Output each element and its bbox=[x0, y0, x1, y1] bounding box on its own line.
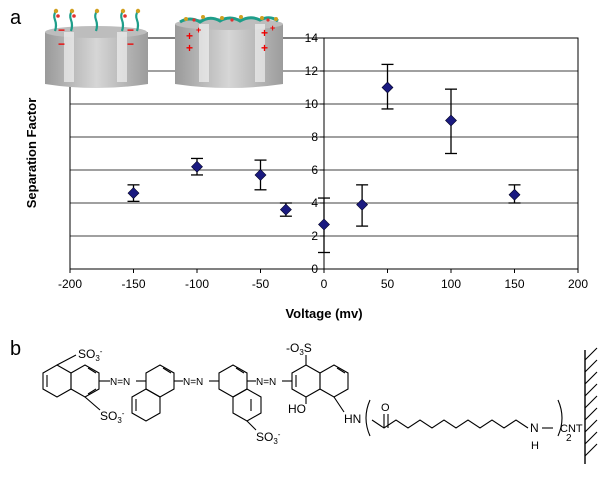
positive-charge: + bbox=[196, 25, 201, 35]
positive-charge: + bbox=[186, 29, 193, 43]
membrane-inset-negative: − − − − bbox=[45, 8, 148, 88]
amine-n-label: N bbox=[530, 421, 539, 435]
membrane-inset-positive: + + + + + + bbox=[175, 15, 283, 88]
x-tick-label: 200 bbox=[568, 277, 588, 291]
positive-charge: + bbox=[261, 41, 268, 55]
diamond-marker bbox=[318, 218, 330, 231]
cnt-label: CNT bbox=[560, 423, 583, 435]
data-points bbox=[127, 63, 521, 254]
data-point bbox=[445, 88, 457, 155]
y-tick-label: 0 bbox=[311, 262, 318, 276]
diamond-marker bbox=[191, 160, 203, 173]
x-tick-label: -150 bbox=[121, 277, 145, 291]
x-tick-label: 100 bbox=[441, 277, 461, 291]
panel-label-a: a bbox=[10, 7, 22, 29]
data-point bbox=[356, 184, 369, 227]
data-point bbox=[381, 63, 394, 110]
amine-h-label: H bbox=[531, 440, 539, 452]
panel-label-b: b bbox=[10, 338, 21, 360]
sulfonate-label: -O3S bbox=[286, 341, 312, 357]
diamond-marker bbox=[508, 188, 521, 201]
x-tick-label: -200 bbox=[58, 277, 82, 291]
positive-charge: + bbox=[186, 41, 193, 55]
x-tick-label: -50 bbox=[252, 277, 270, 291]
diamond-marker bbox=[381, 81, 394, 94]
diamond-marker bbox=[445, 114, 457, 127]
x-axis-title: Voltage (mv) bbox=[285, 306, 362, 321]
y-tick-label: 2 bbox=[311, 229, 318, 243]
collapsed-dye-layer bbox=[179, 15, 279, 24]
grafted-dye-chains bbox=[53, 10, 140, 32]
negative-charge: − bbox=[127, 23, 134, 37]
negative-charge: − bbox=[58, 37, 65, 51]
surface-hatching bbox=[584, 347, 598, 457]
sulfonate-label: SO3- bbox=[100, 409, 125, 425]
data-point bbox=[127, 184, 140, 203]
hydroxyl-label: HO bbox=[288, 402, 306, 416]
negative-charge: − bbox=[58, 23, 65, 37]
chemical-structure: SO3- SO3- N=N N=N SO3- N=N -O3S bbox=[42, 341, 598, 464]
y-axis-title: Separation Factor bbox=[24, 98, 39, 209]
diamond-marker bbox=[279, 203, 292, 216]
azo-label: N=N bbox=[110, 377, 130, 388]
y-tick-labels: 0 2 4 6 8 10 12 14 bbox=[305, 31, 319, 276]
x-tick-label: 50 bbox=[381, 277, 395, 291]
sulfonate-label: SO3- bbox=[256, 430, 281, 446]
amide-nh-label: HN bbox=[344, 412, 361, 426]
carbonyl-oxygen-label: O bbox=[381, 402, 390, 414]
x-tick-label: -100 bbox=[185, 277, 209, 291]
negative-charge: − bbox=[127, 37, 134, 51]
y-tick-label: 8 bbox=[311, 130, 318, 144]
y-tick-label: 10 bbox=[305, 97, 319, 111]
y-tick-label: 6 bbox=[311, 163, 318, 177]
diamond-marker bbox=[356, 198, 369, 211]
positive-charge: + bbox=[261, 26, 268, 40]
y-tick-label: 12 bbox=[305, 64, 319, 78]
data-point bbox=[279, 202, 292, 217]
y-tick-label: 14 bbox=[305, 31, 319, 45]
data-point bbox=[254, 159, 267, 191]
diamond-marker bbox=[127, 187, 140, 200]
azo-label: N=N bbox=[183, 377, 203, 388]
x-tick-labels: -200 -150 -100 -50 0 50 100 150 200 bbox=[58, 269, 588, 291]
azo-label: N=N bbox=[256, 377, 276, 388]
x-tick-label: 0 bbox=[321, 277, 328, 291]
repeat-count: 2 bbox=[566, 433, 572, 444]
sulfonate-label: SO3- bbox=[78, 347, 103, 363]
y-tick-label: 4 bbox=[311, 196, 318, 210]
x-tick-label: 150 bbox=[504, 277, 524, 291]
diamond-marker bbox=[254, 169, 267, 181]
data-point bbox=[191, 157, 203, 176]
data-point bbox=[508, 184, 521, 204]
positive-charge: + bbox=[270, 23, 275, 33]
data-point bbox=[318, 197, 330, 254]
